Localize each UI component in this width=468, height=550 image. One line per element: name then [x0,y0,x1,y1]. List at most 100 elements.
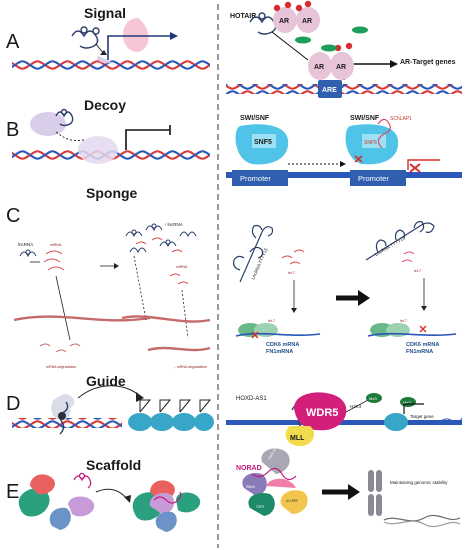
dna-strand [226,172,462,178]
let7-label: let-7 [268,319,275,323]
protein-shape [266,478,296,488]
lncrna-cluster [125,223,197,254]
schlap1-rna [377,118,391,149]
lncrna-knot [58,412,66,420]
arrow-head [136,392,144,402]
promoter-box [232,170,288,186]
let7-label: let-7 [288,271,295,275]
ar-label: AR [302,18,312,25]
schlap1-label: SChLAP1 [390,116,412,122]
nucleosome [384,413,408,431]
coactivator-chips [295,26,368,52]
target-gene-label: Target gene [410,414,434,419]
big-arrow-head [348,484,360,500]
unbound-proteins [18,474,95,530]
panel-c: C Sponge lncRNA miRNA mRNA degradation ↑… [6,185,457,369]
red-x-icon [251,331,259,339]
panel-letter: E [6,481,19,503]
arrow [95,488,129,501]
panel-title: Decoy [84,97,126,113]
transcription-arrow [403,403,424,414]
lncrna-hairpin [73,472,92,489]
blocked-arrow [125,129,170,150]
red-x-icon [419,325,427,333]
target-genes-label: AR-Target genes [400,59,456,66]
panel-d: D Guide HOXD-AS1 WDR5 MLL H3K4 Me [6,373,463,446]
panel-title: Signal [84,5,126,21]
ar-proteins: AR AR AR AR [273,7,354,80]
mrna-strand [147,346,211,352]
prpf19-complex [261,448,290,474]
cdk6-label: CDK6 mRNA [406,342,439,348]
panel-letter: D [6,393,20,415]
red-x-icon [409,163,421,173]
degradation-label: ↓ mRNA degradation [174,365,207,369]
assembled-complex [132,480,201,532]
top1-label: TOP1 [256,505,264,509]
mrna-fragments [39,343,81,353]
ar-label: AR [279,18,289,25]
mrna-strand [13,315,151,322]
lncrna-label: lncRNA [18,242,33,247]
snf5-box [252,134,276,148]
lncrna-hairpin [55,108,74,127]
ar-label: AR [314,64,324,71]
panel-title: Guide [86,373,126,389]
mirna-squiggles [169,273,189,285]
panel-title: Sponge [86,185,138,201]
panel-letter: B [6,119,19,141]
dna-strand [226,420,462,425]
big-arrow-head [358,290,370,306]
me3-label: Me3 [403,400,412,405]
red-x-icon [354,155,363,163]
cdk6-label: CDK6 mRNA [266,342,299,348]
arrow [345,399,369,413]
ttty15-label: LncRNA TTTY15 [374,235,406,257]
mirna-squiggles [135,237,183,253]
panel-letter: A [6,31,20,53]
nucleosomes [128,413,214,431]
dna-helix [12,60,210,70]
arrow-head [340,161,346,167]
protein-blob [78,136,118,164]
mirna-squiggles [43,250,65,271]
mrna-strand [121,315,211,323]
protein-blob [97,56,112,64]
dna-strand [383,514,461,522]
me3-badge [366,393,382,403]
wdr5-label: WDR5 [306,407,338,419]
wdr5-protein [294,392,347,431]
lncrna-hairpin [71,26,100,49]
arrow [55,275,71,341]
histone-flags [139,399,212,413]
norad-rna [251,467,297,481]
hoxd-label: HOXD-AS1 [236,396,267,402]
norad-label: NORAD [236,465,262,472]
arrow-head [100,50,107,55]
panel-e: E Scaffold NORAD PRPF19-CDC5L Complex RB… [6,426,461,532]
fn1-label: FN1mRNA [406,349,433,355]
dna-strand [383,520,461,528]
ar-label: AR [336,64,346,71]
dashed-arrow [181,289,189,339]
dashed-arrow [55,131,85,141]
snf5-label: SNF5 [254,139,272,146]
panel-letter: C [6,205,20,227]
complex-label: SWI/SNF [350,115,380,122]
dna-helix [226,84,462,94]
arrow-head [124,495,131,503]
promoter-label: Promoter [358,174,389,183]
fn1-label: FN1mRNA [266,349,293,355]
snf5-label: SNF5 [364,140,377,146]
transcription-arrow-head [170,32,178,40]
mirna-squiggles [401,251,415,263]
alyref-label: ALYREF [286,499,298,503]
mirna-squiggles [281,249,305,265]
promoter-box [350,170,406,186]
transcription-arrow [107,35,170,60]
lncrna-strand [153,491,182,504]
panel-title: Scaffold [86,457,141,473]
protein-shape [30,112,66,136]
outcome-label: Maintaining genomic stability [390,480,448,485]
arrow-head [291,308,297,313]
